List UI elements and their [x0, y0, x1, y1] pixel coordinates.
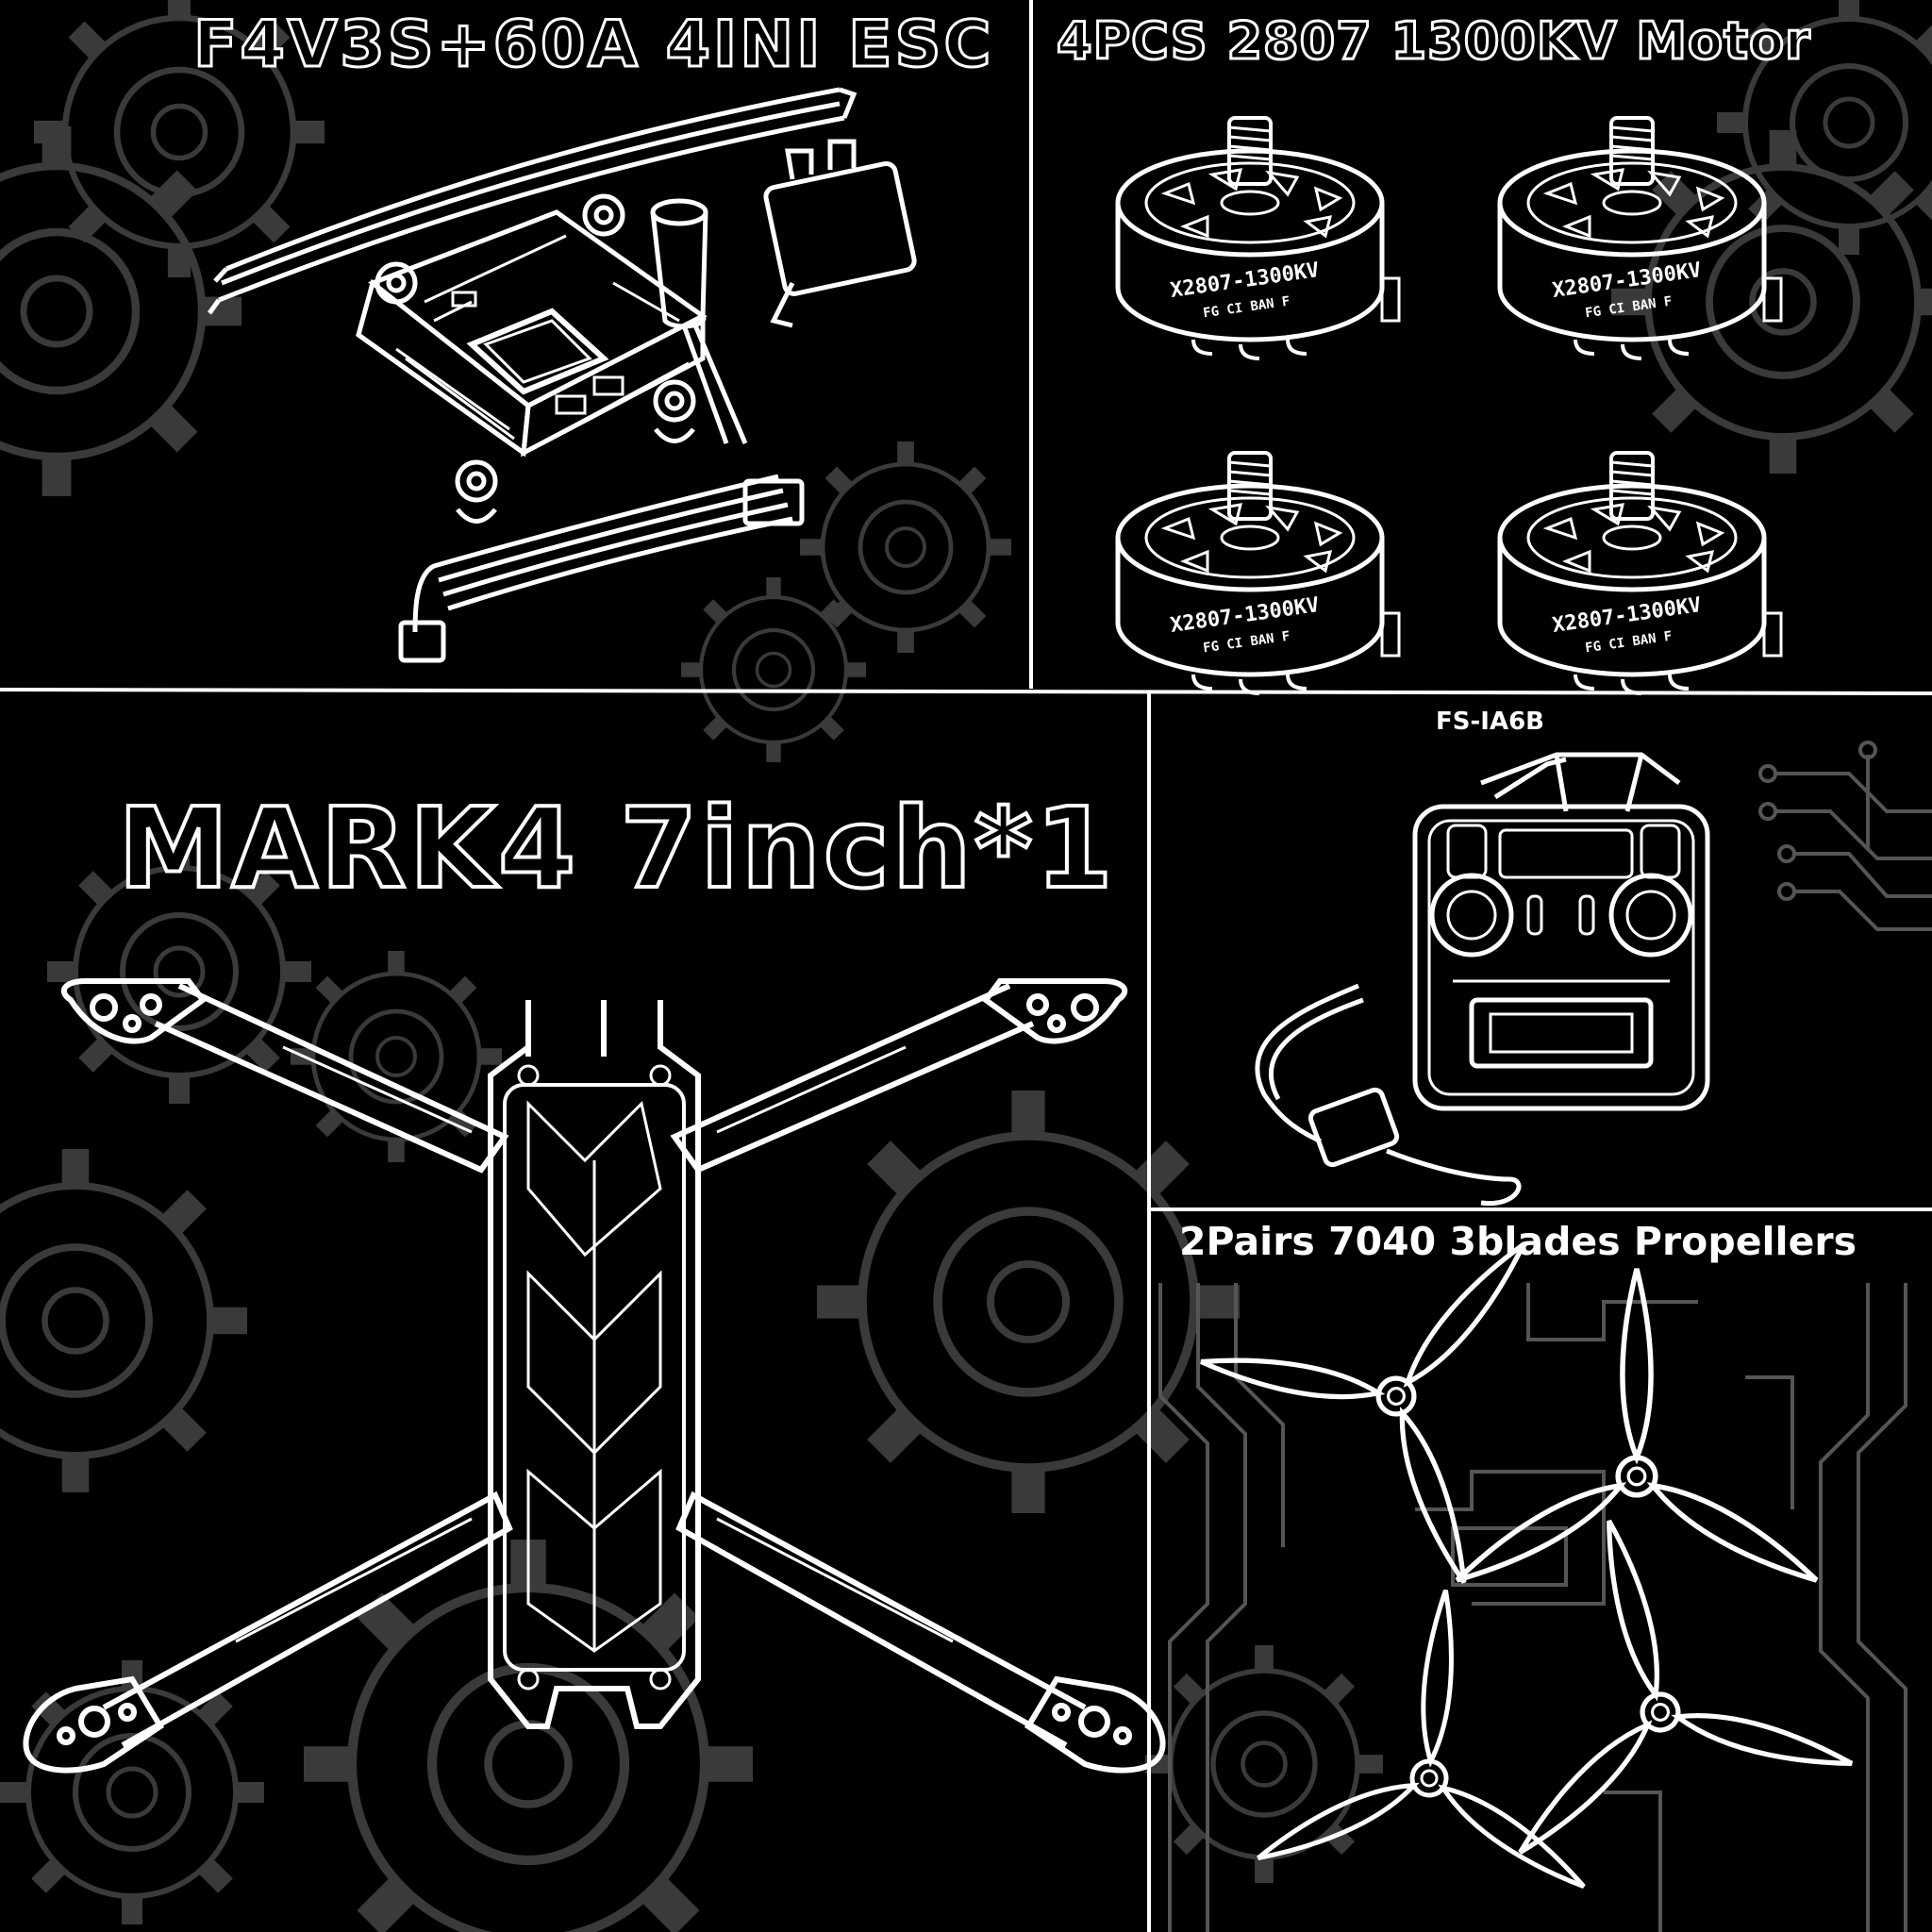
propeller-2 [1450, 1269, 1824, 1592]
transmitter-illustration [1255, 752, 1710, 1207]
propeller-panel-title: 2Pairs 7040 3blades Propellers [1179, 1219, 1857, 1264]
background-circuits [1158, 741, 1932, 1932]
motor-3 [1118, 453, 1399, 693]
propeller-3 [1437, 1474, 1861, 1865]
motor-panel-title: 4PCS 2807 1300KV Motor [1056, 10, 1812, 73]
receiver-panel-title: FS-IA6B [1436, 708, 1544, 736]
motor-1 [1118, 118, 1399, 358]
frame-illustration [23, 978, 1166, 1774]
propeller-1 [1189, 1130, 1660, 1596]
frame-panel-title: MARK4 7inch*1 [116, 781, 1116, 915]
motor-2 [1500, 118, 1781, 358]
esc-panel-title: F4V3S+60A 4INI ESC [192, 7, 994, 84]
flight-controller-stack-illustration [207, 87, 917, 663]
motor-4 [1500, 453, 1781, 693]
